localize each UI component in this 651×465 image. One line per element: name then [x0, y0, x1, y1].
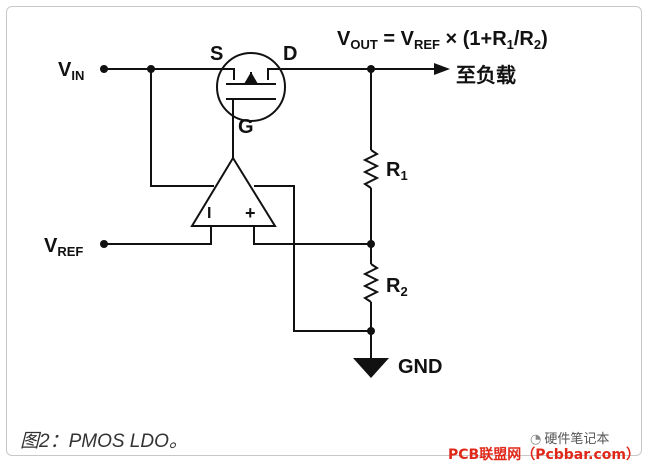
junction-feedback: [367, 240, 375, 248]
pmos-arrow-icon: [244, 72, 258, 84]
figure-frame: [6, 6, 642, 456]
label-vin: VIN: [58, 59, 84, 83]
wechat-watermark: ◔硬件笔记本: [530, 428, 609, 447]
output-arrow-icon: [434, 63, 450, 75]
wire-opamp-plus: [253, 226, 371, 245]
junction-vin-terminal: [100, 65, 108, 73]
opamp-symbol: [190, 156, 277, 227]
junction-ground-return: [367, 327, 375, 335]
label-to-load: 至负载: [456, 63, 516, 87]
label-r2: R2: [386, 275, 408, 299]
figure-caption: 图2：PMOS LDO。: [20, 431, 188, 452]
opamp-minus-label: I: [207, 205, 211, 222]
ground-icon: [353, 358, 389, 378]
label-vref: VREF: [44, 235, 83, 259]
junction-vref-terminal: [100, 240, 108, 248]
label-drain: D: [283, 43, 297, 65]
label-r1: R1: [386, 159, 408, 183]
label-gate: G: [238, 116, 254, 138]
pcb-watermark: PCB联盟网（Pcbbar.com）: [448, 447, 640, 463]
vout-formula: VOUT = VREF × (1+R1/R2): [337, 28, 548, 52]
label-source: S: [210, 43, 223, 65]
resistor-r2: [362, 263, 380, 303]
pmos-drain-lead: [267, 68, 288, 80]
pmos-source-lead: [216, 68, 235, 80]
label-gnd: GND: [398, 356, 442, 378]
opamp-plus-label: +: [245, 203, 256, 223]
resistor-r1: [362, 149, 380, 189]
wechat-icon: ◔: [530, 432, 542, 447]
wechat-watermark-text: 硬件笔记本: [544, 432, 610, 447]
junction-vout: [367, 65, 375, 73]
junction-vin-branch: [147, 65, 155, 73]
pmos-circle: [216, 52, 286, 122]
wire-vin-opamp-supply: [150, 69, 214, 187]
wire-opamp-ground: [254, 185, 371, 332]
wire-vref-opamp: [104, 226, 212, 245]
